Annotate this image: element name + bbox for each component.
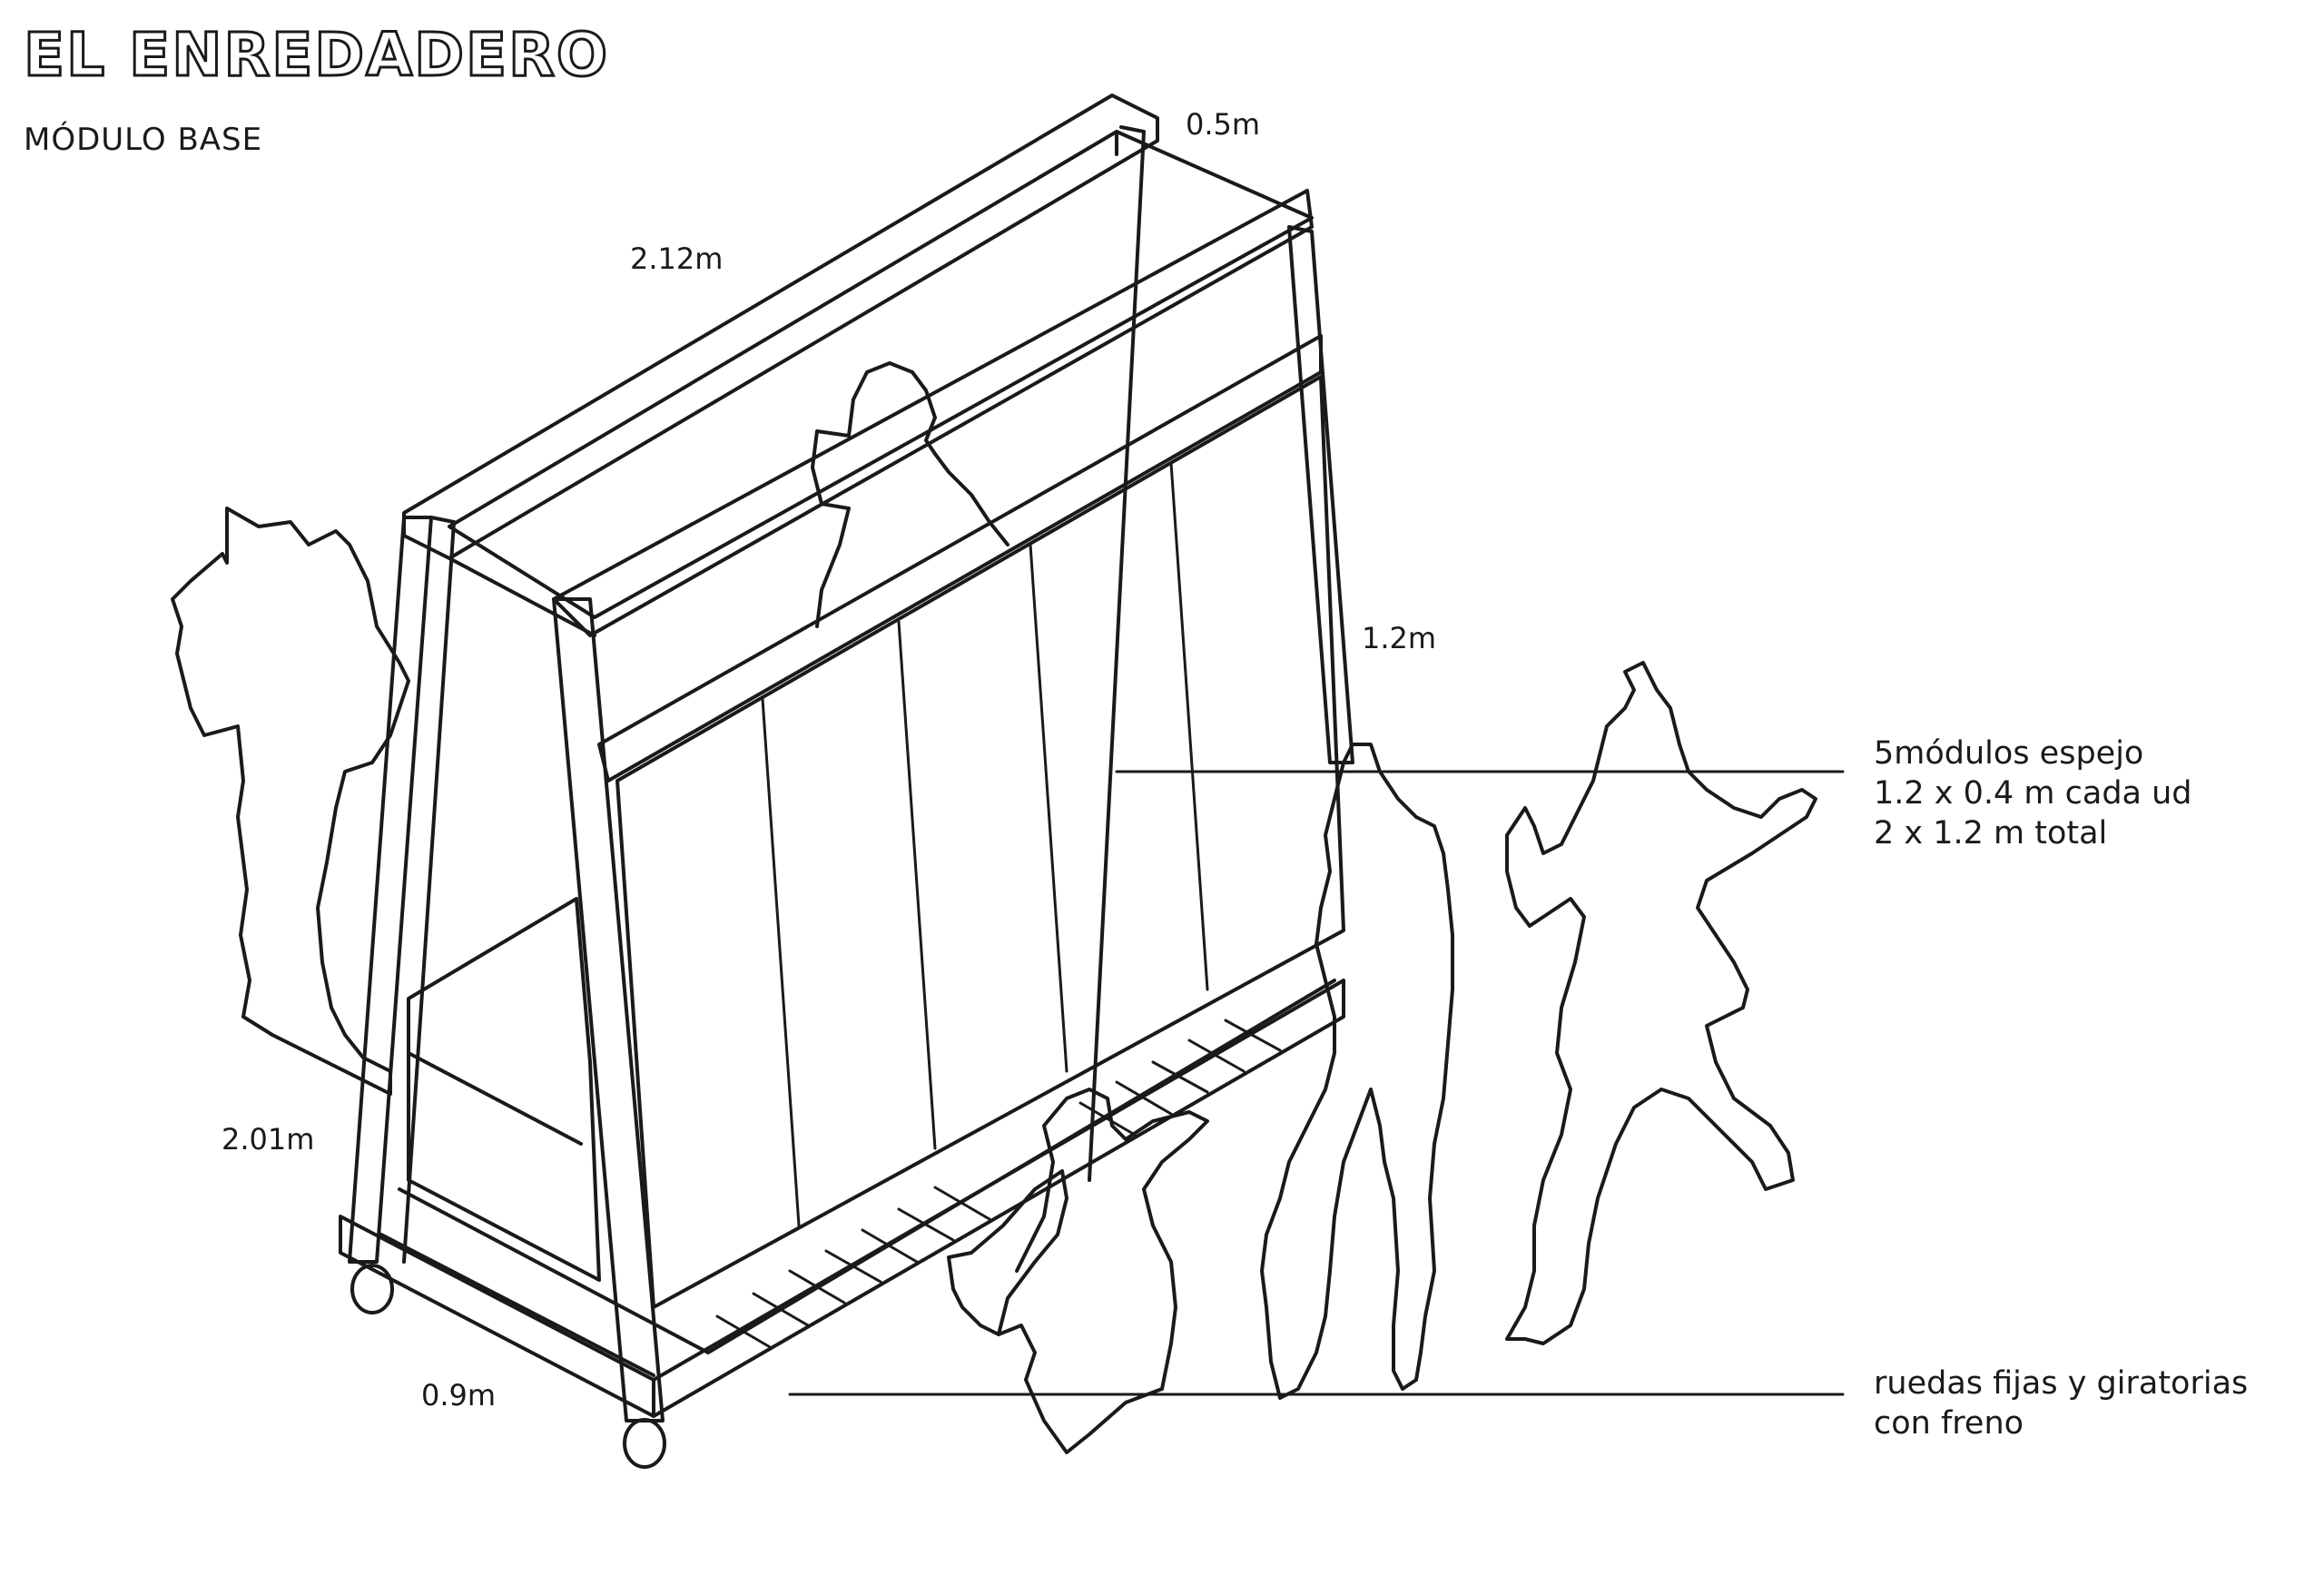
- note-wheels-line-2: con freno: [1874, 1405, 2024, 1442]
- wheel-front: [623, 1418, 666, 1469]
- top-frame: [402, 94, 1159, 560]
- note-wheels: ruedas fijas y giratorias con freno: [1874, 1363, 2248, 1443]
- leg-left-back: [402, 516, 456, 1264]
- dim-height-mirror: 1.2m: [1362, 621, 1437, 655]
- dim-width-base: 0.9m: [421, 1378, 497, 1413]
- dim-depth-top: 0.5m: [1186, 107, 1261, 142]
- page-subtitle: MÓDULO BASE: [24, 122, 263, 158]
- leg-right-front: [552, 597, 665, 1423]
- base-frame: [339, 979, 1345, 1418]
- dim-height-total: 2.01m: [222, 1122, 315, 1157]
- note-mirrors-line-3: 2 x 1.2 m total: [1874, 815, 2108, 852]
- note-mirrors-line-2: 1.2 x 0.4 m cada ud: [1874, 775, 2192, 812]
- mirror-panels: [615, 375, 1345, 1309]
- mirror-panel-divisions: [761, 461, 1209, 1227]
- person-silhouette-front-left: [947, 1088, 1209, 1454]
- person-silhouette-front-center: [1260, 743, 1454, 1400]
- leg-left-front: [348, 516, 433, 1264]
- person-silhouette-back: [811, 361, 1009, 628]
- person-silhouette-right: [1505, 661, 1817, 1345]
- wheel-left: [350, 1264, 394, 1314]
- inner-box: [407, 897, 601, 1282]
- note-wheels-line-1: ruedas fijas y giratorias: [1874, 1365, 2249, 1402]
- base-slats: [715, 1019, 1282, 1350]
- leg-right-far: [1287, 225, 1354, 764]
- person-silhouette-left: [171, 507, 410, 1096]
- logo: EL ENREDADERO: [22, 20, 610, 90]
- mirror-rail: [597, 334, 1323, 783]
- note-mirrors-line-1: 5módulos espejo: [1874, 735, 2144, 772]
- dim-length-top: 2.12m: [630, 241, 724, 276]
- note-mirrors: 5módulos espejo 1.2 x 0.4 m cada ud 2 x …: [1874, 733, 2192, 853]
- leg-right-back-tall: [1088, 125, 1146, 1182]
